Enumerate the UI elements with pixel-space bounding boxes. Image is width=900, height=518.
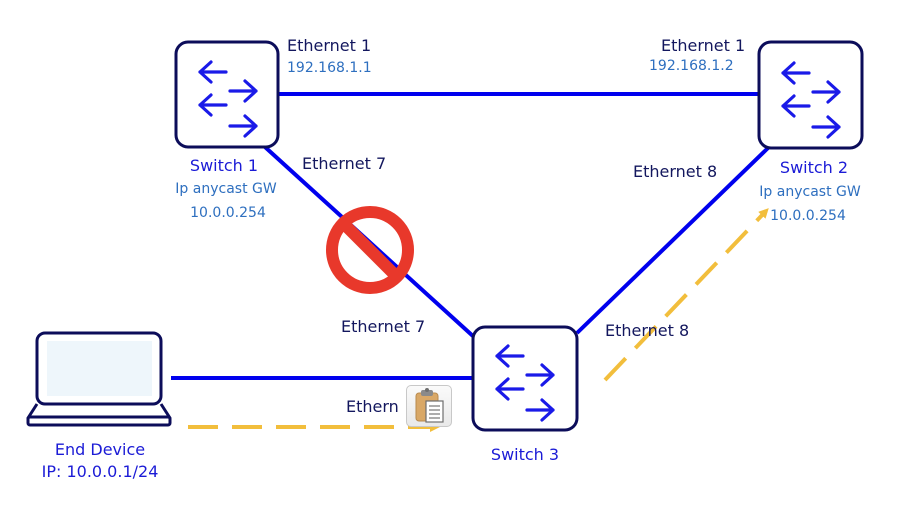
switch1-gw-ip: 10.0.0.254 <box>190 205 266 221</box>
traffic-path-switch3-switch2 <box>603 208 769 382</box>
switch1-eth7-label: Ethernet 7 <box>302 154 387 173</box>
laptop-icon[interactable] <box>26 331 172 427</box>
switch2-role: Ip anycast GW <box>759 184 861 200</box>
switch2-eth1-ip: 192.168.1.2 <box>649 58 734 74</box>
switch1-eth1-ip: 192.168.1.1 <box>287 60 372 76</box>
no-entry-icon <box>326 206 414 294</box>
switch1-role: Ip anycast GW <box>175 181 277 197</box>
clipboard-paste-button[interactable] <box>406 385 452 427</box>
switch2-eth1-label: Ethernet 1 <box>661 36 746 55</box>
switch2-device[interactable] <box>757 40 864 150</box>
switch3-enddevice-port-label: Ethern <box>346 397 399 416</box>
switch2-name: Switch 2 <box>779 158 849 177</box>
switch2-gw-ip: 10.0.0.254 <box>770 208 846 224</box>
switch3-device[interactable] <box>471 325 579 432</box>
switch1-device[interactable] <box>174 40 280 149</box>
switch3-name: Switch 3 <box>490 445 560 464</box>
link-switch2-switch3 <box>575 146 770 335</box>
end-device-ip: IP: 10.0.0.1/24 <box>41 462 159 481</box>
switch2-eth8-label: Ethernet 8 <box>633 162 718 181</box>
switch3-eth7-label: Ethernet 7 <box>341 317 426 336</box>
clipboard-paste-icon <box>415 388 444 423</box>
end-device-name: End Device <box>54 440 146 459</box>
switch3-eth8-label: Ethernet 8 <box>605 321 690 340</box>
switch1-eth1-label: Ethernet 1 <box>287 36 372 55</box>
switch1-name: Switch 1 <box>189 156 259 175</box>
